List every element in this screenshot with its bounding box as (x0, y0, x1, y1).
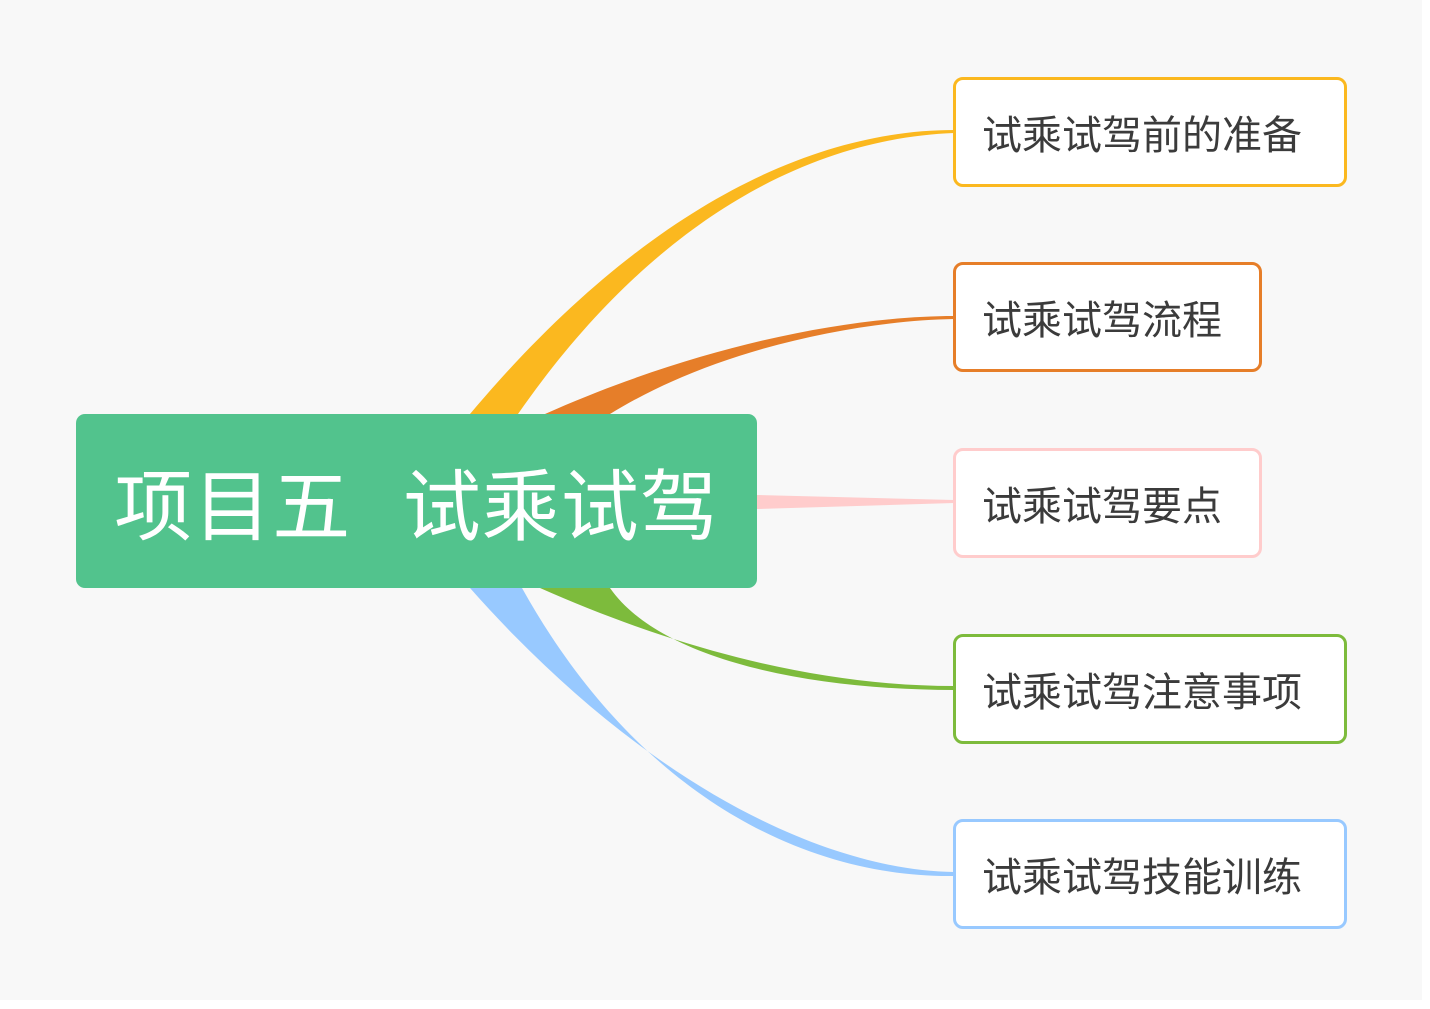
connector-branch-1 (470, 130, 954, 414)
root-node-label: 项目五 试乘试驾 (114, 463, 719, 553)
branch-node-label: 试乘试驾前的准备 (982, 113, 1302, 159)
connector-branch-3 (757, 495, 954, 509)
connector-branch-5 (470, 588, 954, 877)
branch-node-label: 试乘试驾要点 (982, 484, 1222, 530)
branch-node-1[interactable]: 试乘试驾前的准备 (953, 77, 1347, 187)
branch-node-label: 试乘试驾流程 (982, 298, 1222, 344)
branch-node-label: 试乘试驾技能训练 (982, 855, 1302, 901)
root-node[interactable]: 项目五 试乘试驾 (76, 414, 757, 588)
connector-branch-2 (545, 316, 954, 414)
branch-node-4[interactable]: 试乘试驾注意事项 (953, 634, 1347, 744)
branch-node-5[interactable]: 试乘试驾技能训练 (953, 819, 1347, 929)
branch-node-2[interactable]: 试乘试驾流程 (953, 262, 1262, 372)
connector-branch-4 (540, 588, 954, 690)
branch-node-label: 试乘试驾注意事项 (982, 670, 1302, 716)
branch-node-3[interactable]: 试乘试驾要点 (953, 448, 1262, 558)
